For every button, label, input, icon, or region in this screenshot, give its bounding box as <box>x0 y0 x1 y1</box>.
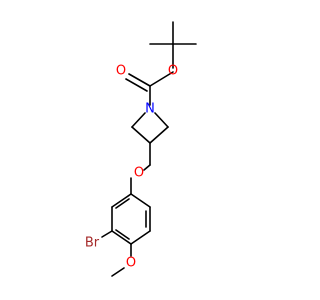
structure-diagram: O O N O Br O <box>85 21 197 277</box>
bond-ring-ch-to-ch2-left <box>131 126 151 144</box>
carbamate-group <box>125 71 174 106</box>
bond-ring-double-3 <box>115 198 130 209</box>
bond-oxygen-to-carbonyl <box>149 71 174 87</box>
atom-labels: O O N O Br O <box>85 64 178 271</box>
atom-label-azetidine-nitrogen: N <box>145 102 155 117</box>
bond-methoxy-oxygen-to-methyl <box>111 267 125 277</box>
bond-ring-ch2-right-to-ch <box>149 126 169 144</box>
azetidine-ring <box>131 112 169 144</box>
atom-label-ether-oxygen: O <box>134 166 144 181</box>
bond-ring-c4-c5 <box>111 230 132 245</box>
bond-ring-c3-c4 <box>130 230 151 245</box>
atom-label-ester-oxygen: O <box>168 64 178 79</box>
atom-label-bromine: Br <box>85 236 100 251</box>
methyleneoxy-linker <box>130 142 151 195</box>
bond-carbonyl-double-a <box>128 73 151 87</box>
bond-ring-double-2 <box>115 229 130 240</box>
bond-ring-to-bromine <box>101 230 113 238</box>
bond-ring-ch2-left-to-n <box>131 112 146 128</box>
bond-ring-c6-c1 <box>111 193 132 208</box>
atom-label-methoxy-oxygen: O <box>126 256 136 271</box>
aromatic-substituents <box>101 230 132 277</box>
bond-ch2-to-ether-oxygen <box>143 164 151 171</box>
bond-ring-n-to-ch2-right <box>154 112 169 128</box>
bond-ring-c1-c2 <box>130 193 151 208</box>
atom-label-carbonyl-oxygen: O <box>116 64 126 79</box>
benzene-ring <box>111 193 151 245</box>
bond-carbonyl-double-b <box>125 78 148 92</box>
tert-butyl-group <box>149 21 197 69</box>
